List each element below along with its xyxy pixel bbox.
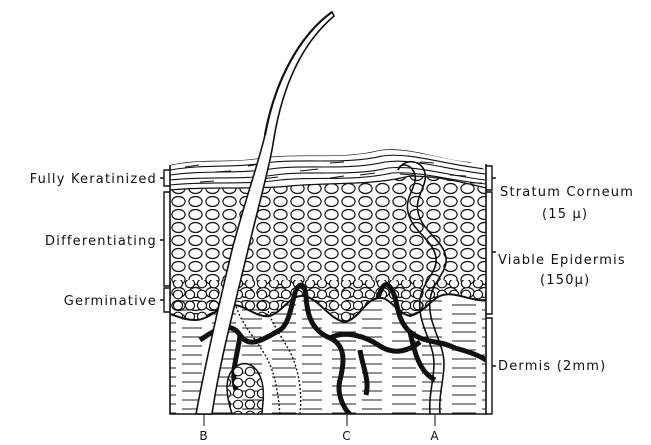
label-germinative: Germinative [64, 294, 157, 309]
label-differentiating: Differentiating [45, 234, 157, 249]
right-annotation-group: Stratum Corneum (15 μ) Viable Epidermis … [486, 166, 634, 414]
label-viable-epidermis-thickness: (150μ) [540, 273, 590, 288]
label-stratum-corneum-thickness: (15 μ) [542, 207, 588, 222]
left-annotation-group: Fully Keratinized Differentiating Germin… [30, 170, 170, 312]
label-a-sweat-duct: A [430, 429, 439, 443]
bracket-germinative [160, 288, 170, 312]
bracket-stratum-corneum [486, 166, 496, 190]
label-stratum-corneum: Stratum Corneum [500, 185, 634, 200]
bracket-differentiating [160, 192, 170, 286]
bracket-dermis [486, 318, 496, 414]
bracket-viable-epidermis [486, 192, 496, 314]
label-dermis: Dermis (2mm) [498, 359, 606, 374]
label-c-capillaries: C [342, 429, 351, 443]
bottom-annotation-group: B C A [199, 414, 439, 443]
label-fully-keratinized: Fully Keratinized [30, 172, 157, 187]
label-viable-epidermis: Viable Epidermis [498, 253, 626, 268]
label-b-hair-shaft: B [199, 429, 208, 443]
bracket-fully-keratinized [160, 170, 170, 186]
